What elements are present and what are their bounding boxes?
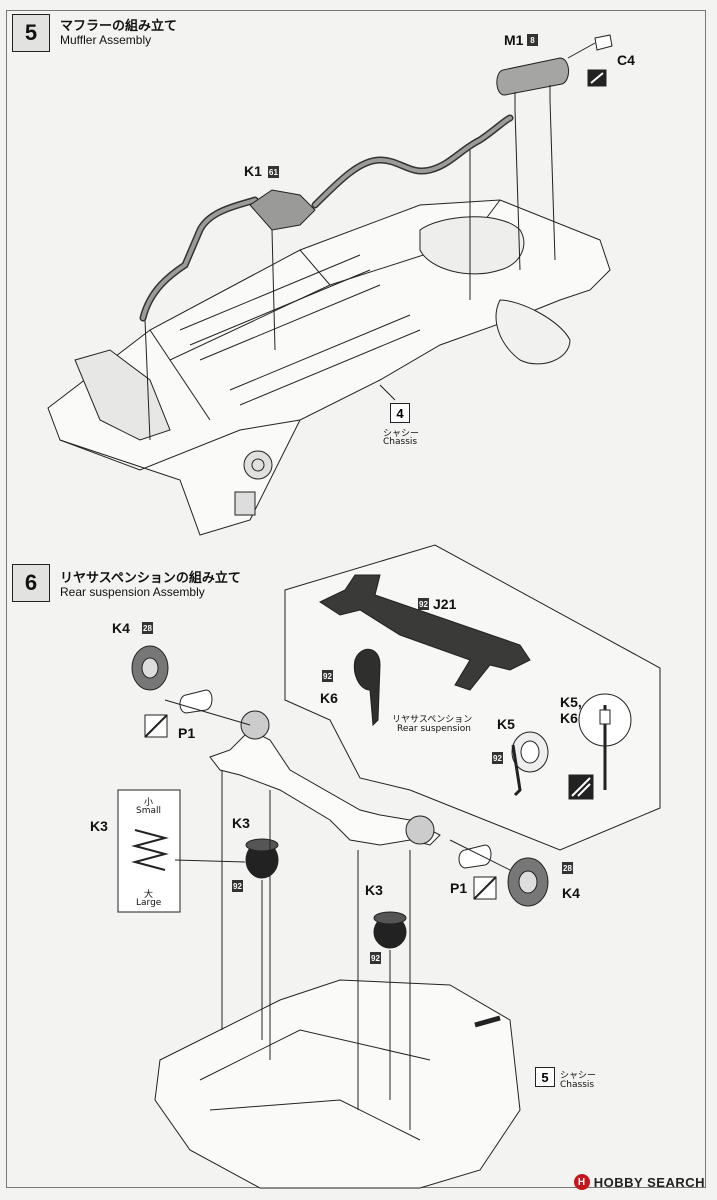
- k3-large-en: Large: [136, 898, 162, 908]
- label-k5: K5: [497, 716, 515, 732]
- label-k4-right: K4: [562, 885, 580, 901]
- k3-large-jp: 大: [144, 890, 154, 900]
- badge-j21: 92: [418, 598, 429, 610]
- step5-title-en: Muffler Assembly: [60, 33, 152, 47]
- label-k5k6-b: K6: [560, 710, 578, 726]
- label-j21: J21: [433, 596, 457, 612]
- step6-chassis-jp: シャシー: [560, 1071, 597, 1081]
- label-k1: K1: [244, 163, 262, 179]
- step6-title-jp: リヤサスペンションの組み立て: [60, 571, 241, 586]
- rear-susp-jp: リヤサスペンション: [392, 715, 473, 725]
- k3-small-jp: 小: [144, 798, 154, 808]
- step5-chassis-en: Chassis: [383, 437, 418, 447]
- step6-title-en: Rear suspension Assembly: [60, 585, 205, 599]
- step6-number: 6: [12, 564, 50, 602]
- label-k3-left: K3: [90, 818, 108, 834]
- step6-chassis-ref: 5: [535, 1067, 555, 1087]
- label-k4-top: K4: [112, 620, 130, 636]
- label-k6: K6: [320, 690, 338, 706]
- label-p1-right: P1: [450, 880, 468, 896]
- hobby-search-watermark: H HOBBY SEARCH: [573, 1174, 705, 1190]
- badge-k1: 61: [268, 166, 279, 178]
- label-c4: C4: [617, 52, 635, 68]
- badge-k4-right: 28: [562, 862, 573, 874]
- label-k5k6-a: K5,: [560, 694, 582, 710]
- page-border: [6, 10, 706, 1188]
- step5-title-jp: マフラーの組み立て: [60, 19, 178, 34]
- label-m1: M1: [504, 32, 524, 48]
- watermark-logo-icon: H: [573, 1174, 590, 1190]
- badge-k4-top: 28: [142, 622, 153, 634]
- label-p1-top: P1: [178, 725, 196, 741]
- label-k3-right: K3: [365, 882, 383, 898]
- k3-small-en: Small: [136, 806, 161, 816]
- step5-chassis-ref: 4: [390, 403, 410, 423]
- watermark-text: HOBBY SEARCH: [593, 1174, 705, 1190]
- badge-m1: 8: [527, 34, 538, 46]
- badge-k3-mid: 92: [232, 880, 243, 892]
- badge-k3-right: 92: [370, 952, 381, 964]
- step5-chassis-jp: シャシー: [383, 429, 420, 439]
- step5-number: 5: [12, 14, 50, 52]
- badge-k6: 92: [322, 670, 333, 682]
- label-k3-mid: K3: [232, 815, 250, 831]
- badge-k5: 92: [492, 752, 503, 764]
- step6-chassis-en: Chassis: [560, 1080, 595, 1090]
- rear-susp-en: Rear suspension: [397, 724, 471, 734]
